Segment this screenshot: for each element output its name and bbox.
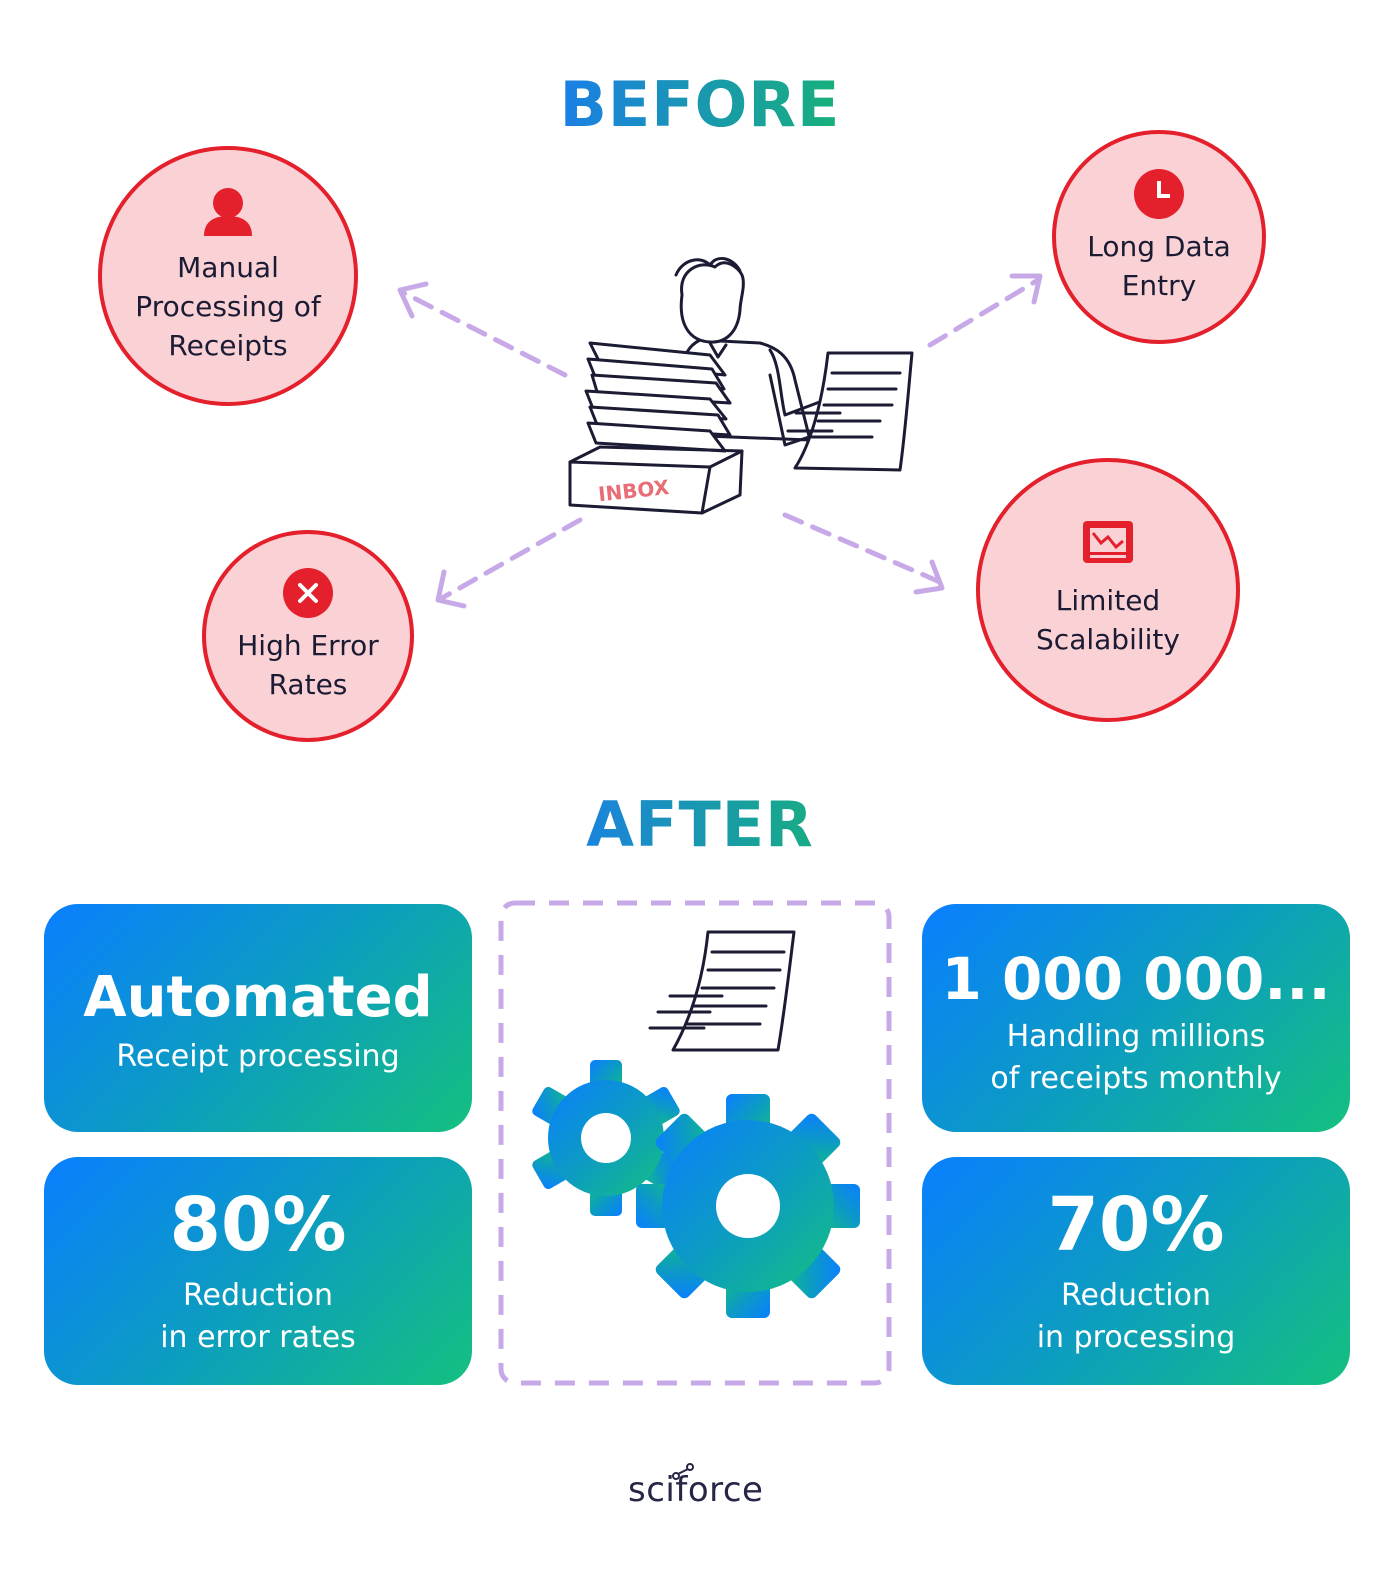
millions-label: Handling millions of receipts monthly [990,1019,1282,1096]
arrowhead-long-entry [1009,273,1043,305]
limited-scalability-circle: Limited Scalability [976,458,1240,722]
large-gear-icon [636,1094,860,1318]
logo-mark-icon [672,1463,694,1480]
long-data-entry-label: Long Data Entry [1087,230,1231,302]
automated-value: Automated [83,965,433,1030]
high-error-rates-circle: High Error Rates [202,530,414,742]
automated-label: Receipt processing [116,1039,400,1074]
processing-reduction-card: 70% Reduction in processing [922,1157,1350,1385]
arrowhead-error [435,569,467,609]
long-data-entry-circle: Long Data Entry [1052,130,1266,344]
user-icon [204,187,252,236]
manual-processing-label: Manual Processing of Receipts [135,250,321,362]
millions-card: 1 000 000... Handling millions of receip… [922,904,1350,1132]
arrow-to-manual [399,289,568,378]
arrow-to-scalability [782,512,943,585]
error-x-icon [283,568,333,618]
before-title: BEFORE [0,68,1400,141]
document-icon [648,930,796,1052]
sciforce-logo: sciforce [628,1470,764,1510]
error-reduction-card: 80% Reduction in error rates [44,1157,472,1385]
worker-illustration: INBOX [568,256,914,515]
arrow-to-long-entry [927,277,1041,348]
error-reduction-label: Reduction in error rates [160,1278,356,1355]
automation-illustration [498,900,892,1386]
clock-icon [1134,169,1184,219]
automated-card: Automated Receipt processing [44,904,472,1132]
manual-processing-circle: Manual Processing of Receipts [98,146,358,406]
error-reduction-value: 80% [169,1182,347,1268]
arrow-to-error [439,517,583,601]
high-error-rates-label: High Error Rates [237,629,379,701]
arrowhead-manual [397,281,429,319]
arrowhead-scalability [913,559,945,595]
after-title: AFTER [0,788,1400,861]
arrows-layer [397,273,1043,609]
millions-value: 1 000 000... [941,945,1331,1013]
declining-chart-icon [1083,521,1133,563]
dashed-frame [498,900,892,1386]
processing-reduction-label: Reduction in processing [1036,1278,1236,1355]
limited-scalability-label: Limited Scalability [1036,584,1180,656]
processing-reduction-value: 70% [1047,1182,1225,1268]
